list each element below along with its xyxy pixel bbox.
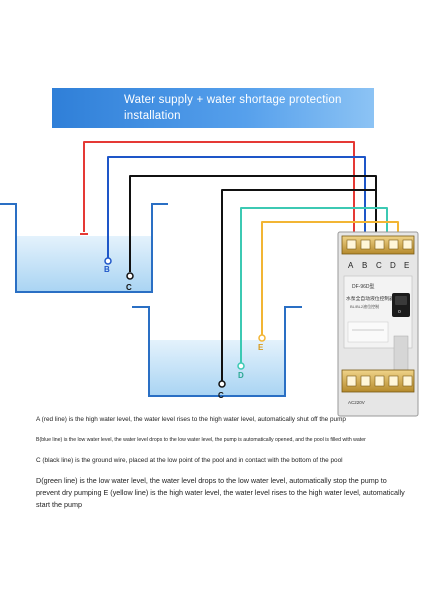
probe-tips — [80, 233, 266, 388]
probe-label-c-upper: C — [126, 283, 132, 292]
caption-b: B(blue line) is the low water level, the… — [36, 437, 366, 443]
caption-d: D(green line) is the low water level, th… — [36, 476, 405, 509]
probe-c-upper-tip — [126, 272, 134, 280]
lower-tank-wall — [132, 306, 302, 397]
level-controller: A B C D E DF-96D型 水泵全自动液位控制器 BL/BL2液位控制 … — [337, 231, 419, 417]
terminal-letter-a: A — [348, 261, 354, 270]
probe-label-d: D — [238, 371, 244, 380]
wire-e-yellow — [261, 221, 399, 336]
bottom-screw-2 — [360, 375, 371, 387]
title-banner: Water supply + water shortage protection… — [52, 88, 374, 128]
probe-label-e: E — [258, 343, 264, 352]
terminal-screw-d — [388, 239, 399, 250]
terminal-letter-b: B — [362, 261, 367, 270]
terminal-screw-c — [374, 239, 385, 250]
lower-tank-water — [149, 340, 285, 396]
controller-power-label: AC220V — [348, 400, 365, 405]
terminal-screw-b — [360, 239, 371, 250]
probe-d-tip — [237, 362, 245, 370]
rocker-top — [395, 296, 407, 305]
probe-label-c-lower: C — [218, 391, 224, 400]
bottom-screw-5 — [402, 375, 413, 387]
banner-title: Water supply + water shortage protection… — [124, 94, 342, 122]
probe-b-tip — [104, 257, 112, 265]
caption-a: A (red line) is the high water level, th… — [36, 416, 346, 423]
terminal-screw-a — [346, 239, 357, 250]
bottom-screw-4 — [388, 375, 399, 387]
wire-c-black-lower — [221, 189, 376, 382]
terminal-letter-c: C — [376, 261, 382, 270]
rocker-mark: o — [398, 309, 401, 315]
probe-e-tip — [258, 334, 266, 342]
terminal-screw-e — [402, 239, 413, 250]
probe-label-b: B — [104, 265, 110, 274]
controller-chinese-title: 水泵全自动液位控制器 — [346, 295, 394, 302]
controller-model-label: DF-96D型 — [352, 283, 375, 290]
terminal-letter-d: D — [390, 261, 396, 270]
probe-c-lower-tip — [218, 380, 226, 388]
wire-b-blue — [107, 156, 366, 258]
caption-c: C (black line) is the ground wire, place… — [36, 457, 343, 464]
controller-small-text: BL/BL2液位控制 — [350, 303, 379, 309]
lower-tank — [132, 306, 302, 397]
bottom-screw-1 — [346, 375, 357, 387]
indicator-panel — [347, 321, 389, 343]
bottom-screw-3 — [374, 375, 385, 387]
terminal-letter-e: E — [404, 261, 409, 270]
upper-tank-wall — [0, 203, 168, 293]
